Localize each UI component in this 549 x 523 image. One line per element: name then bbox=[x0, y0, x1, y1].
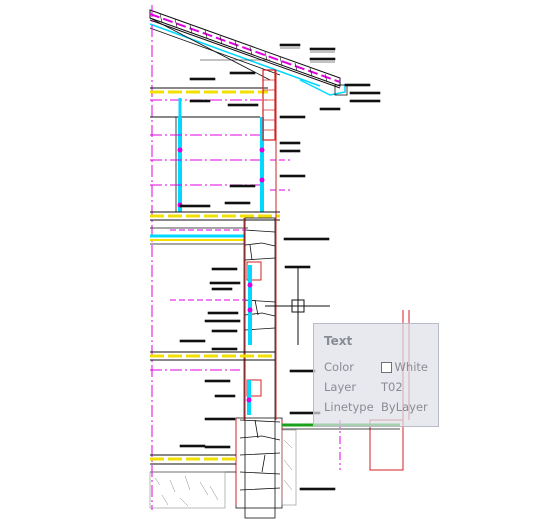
roof-section bbox=[149, 9, 348, 96]
tooltip-key: Linetype bbox=[324, 400, 374, 414]
tooltip-value: T02 bbox=[381, 380, 403, 394]
exterior-ground bbox=[281, 420, 400, 506]
tooltip-row-linetype: Linetype ByLayer bbox=[324, 397, 428, 417]
property-tooltip: Text Color White Layer T02 Linetype ByLa… bbox=[313, 323, 439, 427]
tooltip-value: ByLayer bbox=[381, 400, 428, 414]
tooltip-key: Layer bbox=[324, 380, 357, 394]
floor-slab-1 bbox=[150, 211, 280, 245]
tooltip-row-color: Color White bbox=[324, 357, 428, 377]
ground-floor bbox=[149, 454, 236, 509]
tooltip-row-layer: Layer T02 bbox=[324, 377, 428, 397]
tooltip-key: Color bbox=[324, 360, 355, 374]
tooltip-title: Text bbox=[324, 334, 353, 348]
brick-column-upper bbox=[262, 69, 277, 215]
upper-floor bbox=[150, 87, 268, 212]
stone-wall bbox=[235, 217, 283, 519]
tooltip-value: White bbox=[394, 360, 428, 374]
dimension-strips bbox=[170, 159, 290, 301]
cyan-wall-lower bbox=[246, 265, 253, 415]
color-swatch-icon bbox=[380, 361, 392, 373]
crosshair-cursor-icon bbox=[265, 268, 330, 345]
floor-slab-2 bbox=[150, 351, 275, 371]
